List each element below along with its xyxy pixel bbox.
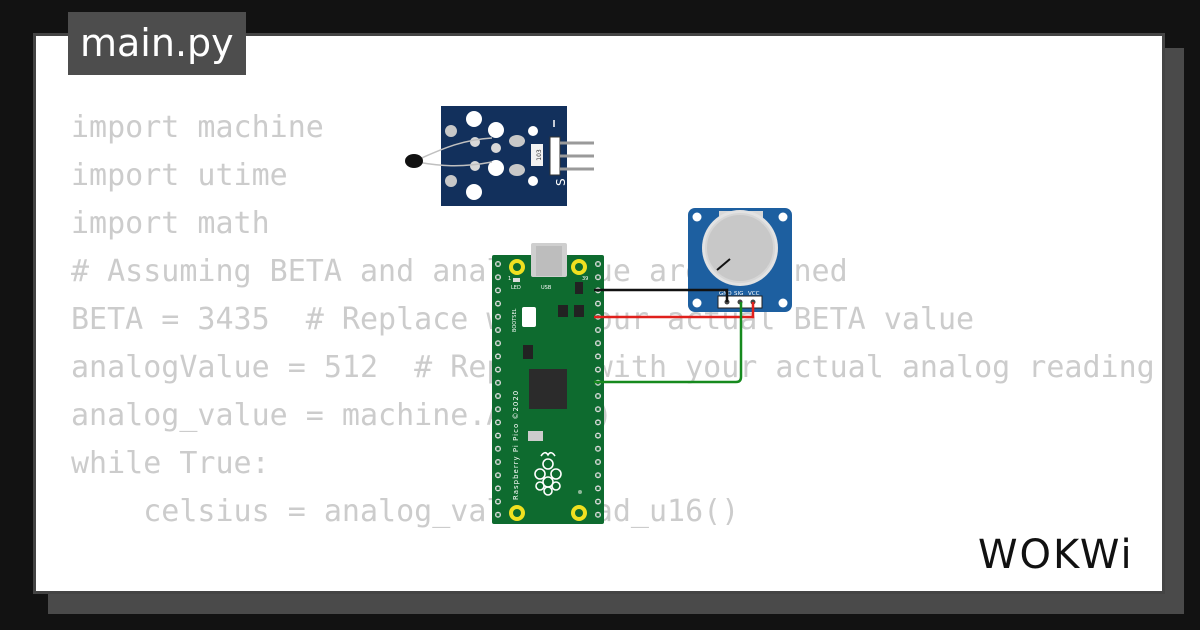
resistor-label: 103 <box>536 149 543 161</box>
led <box>513 278 520 282</box>
potentiometer[interactable]: GND SIG VCC <box>688 208 792 312</box>
code-line: while True: <box>71 446 270 481</box>
mounting-hole <box>466 184 482 200</box>
pico-pin-hole <box>596 394 600 398</box>
code-line: import math <box>71 206 270 241</box>
pico-pins-right[interactable] <box>595 261 601 518</box>
pico-pin-hole <box>496 288 500 292</box>
pico-pin-hole <box>596 473 600 477</box>
pico-pin-hole <box>496 460 500 464</box>
pico-pin-hole <box>496 473 500 477</box>
rp2040-chip <box>529 369 567 409</box>
pico-pin-hole <box>596 486 600 490</box>
pico-pin-hole <box>596 328 600 332</box>
pico-pin-hole <box>496 302 500 306</box>
mounting-hole <box>692 212 702 222</box>
thermistor-bead <box>405 154 423 168</box>
pico-pin-hole <box>596 302 600 306</box>
usb-label: USB <box>541 285 552 291</box>
pin-label-signal: S <box>554 178 568 186</box>
sensor-board <box>441 106 567 206</box>
pico-pin-hole <box>596 434 600 438</box>
resistor <box>531 144 543 166</box>
pico-pins-left[interactable] <box>495 261 501 518</box>
file-tab[interactable]: main.py <box>68 12 246 75</box>
pico-pin-hole <box>596 420 600 424</box>
pico-pin-hole <box>496 513 500 517</box>
pico-pin-hole <box>496 486 500 490</box>
pico-pin-hole <box>496 407 500 411</box>
pico-pin-hole <box>496 368 500 372</box>
pot-label-gnd: GND <box>719 291 732 297</box>
pico-pin-hole <box>596 407 600 411</box>
pot-label-vcc: VCC <box>748 291 760 297</box>
code-line: import machine <box>71 110 324 145</box>
pico-pin-hole <box>596 513 600 517</box>
led-label: LED <box>511 285 521 291</box>
pico-pin-hole <box>496 315 500 319</box>
wokwi-logo-text: WOKWi <box>978 532 1134 576</box>
pico-pin-hole <box>596 341 600 345</box>
pico-pin-hole <box>596 275 600 279</box>
mounting-hole <box>778 298 788 308</box>
wire-sig[interactable] <box>594 302 743 384</box>
pico-pin-hole <box>496 328 500 332</box>
wire-vcc[interactable] <box>594 302 755 319</box>
pico-pin-hole <box>596 500 600 504</box>
wire-gnd[interactable] <box>594 288 729 302</box>
mounting-hole <box>466 111 482 127</box>
pin-header <box>549 136 561 176</box>
pin-number-1: 1 <box>508 276 511 282</box>
pot-indicator <box>716 258 731 271</box>
pico-pin-hole <box>596 460 600 464</box>
pico-pin-hole <box>496 381 500 385</box>
raspberry-pi-pico[interactable]: 1 39 LED USB BOOTSEL Raspberry Pi Pico ©… <box>492 243 604 524</box>
pico-pin-hole <box>596 354 600 358</box>
pot-knob[interactable] <box>705 213 775 283</box>
bootsel-label: BOOTSEL <box>512 308 518 332</box>
board-label: Raspberry Pi Pico ©2020 <box>512 390 520 500</box>
raspberry-pi-logo-icon <box>534 451 562 496</box>
mounting-hole <box>692 298 702 308</box>
code-line: import utime <box>71 158 288 193</box>
pico-pin-hole <box>596 368 600 372</box>
mounting-hole <box>778 212 788 222</box>
pico-pin-hole <box>496 420 500 424</box>
pico-pin-hole <box>596 447 600 451</box>
pot-label-sig: SIG <box>734 291 743 297</box>
bootsel-button[interactable] <box>522 307 536 327</box>
pico-pin-hole <box>496 341 500 345</box>
wokwi-logo: WOKWi <box>978 532 1134 576</box>
pico-pin-hole <box>496 434 500 438</box>
pico-pin-hole <box>496 262 500 266</box>
pico-pin-hole <box>496 394 500 398</box>
pico-pin-hole <box>496 275 500 279</box>
pico-pin-hole <box>496 447 500 451</box>
pico-pin-hole <box>496 354 500 358</box>
ntc-temperature-sensor[interactable]: 103 S <box>405 106 594 206</box>
pin-number-39: 39 <box>582 276 588 282</box>
pico-pin-hole <box>496 500 500 504</box>
pico-pin-hole <box>596 262 600 266</box>
wires <box>594 288 755 384</box>
